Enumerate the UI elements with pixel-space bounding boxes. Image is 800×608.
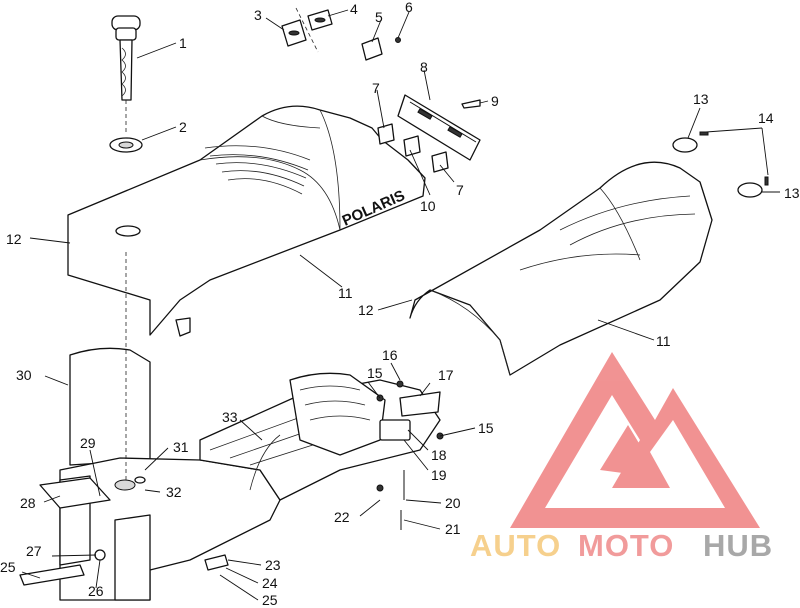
callout-21: 21 — [445, 521, 461, 537]
logo-auto: AUTO — [470, 528, 561, 563]
logo-hub: HUB — [703, 528, 773, 563]
filler-cap-assembly — [109, 15, 143, 153]
callout-2: 2 — [179, 119, 187, 135]
callout-27: 27 — [26, 543, 42, 559]
callout-18: 18 — [431, 447, 447, 463]
callout-7-lower: 7 — [456, 182, 464, 198]
callout-15-left: 15 — [367, 365, 383, 381]
callout-31: 31 — [173, 439, 189, 455]
rear-bracket-assembly — [281, 7, 481, 173]
callout-5: 5 — [375, 9, 383, 25]
callout-8: 8 — [420, 59, 428, 75]
callout-15-right: 15 — [478, 420, 494, 436]
callout-11-front: 11 — [338, 285, 353, 301]
callout-32: 32 — [166, 484, 182, 500]
callout-24: 24 — [262, 575, 278, 591]
callout-33: 33 — [222, 409, 238, 425]
rear-seat — [409, 131, 769, 376]
callout-29: 29 — [80, 435, 96, 451]
callout-14: 14 — [758, 110, 774, 126]
callout-20: 20 — [445, 495, 461, 511]
automotohub-logo: AUTO MOTO HUB — [470, 352, 773, 563]
fuel-tank-frame — [19, 252, 444, 601]
callout-3: 3 — [254, 7, 262, 23]
callout-6: 6 — [405, 0, 413, 15]
callout-12-front: 12 — [6, 231, 22, 247]
logo-moto: MOTO — [578, 528, 674, 563]
callout-30: 30 — [16, 367, 32, 383]
callout-13-lower: 13 — [784, 185, 800, 201]
logo-triangle-inner — [600, 425, 660, 478]
callout-17: 17 — [438, 367, 454, 383]
callout-26: 26 — [88, 583, 104, 599]
logo-triangle-outer — [510, 352, 760, 528]
callout-16: 16 — [382, 347, 398, 363]
callout-23: 23 — [265, 557, 281, 573]
callout-11-rear: 11 — [656, 333, 671, 349]
callout-19: 19 — [431, 467, 447, 483]
leader-lines — [21, 9, 780, 601]
callout-25-left: 25 — [0, 559, 16, 575]
callout-25-bottom: 25 — [262, 592, 278, 608]
callout-22: 22 — [334, 509, 350, 525]
callout-13-upper: 13 — [693, 91, 709, 107]
callout-4: 4 — [350, 1, 358, 17]
callout-12-rear: 12 — [358, 302, 374, 318]
callout-9: 9 — [491, 93, 499, 109]
callout-10: 10 — [420, 198, 436, 214]
callout-28: 28 — [20, 495, 36, 511]
callout-7-upper: 7 — [372, 80, 380, 96]
callout-1: 1 — [179, 35, 187, 51]
